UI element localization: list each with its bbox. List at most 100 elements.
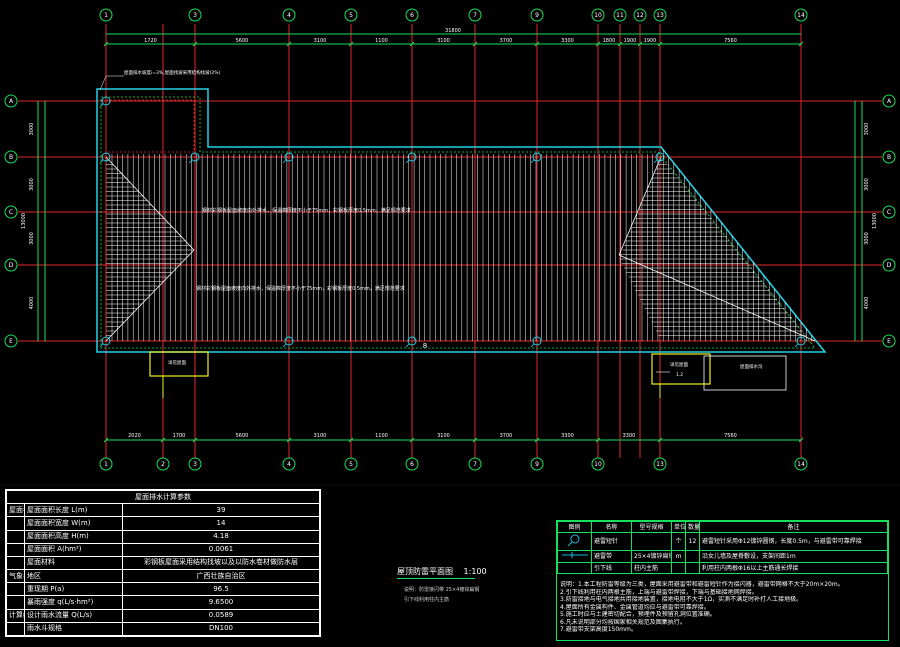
corner-note: 屋面排水坡度i=3%,屋面找坡采用结构找坡(2%) <box>124 69 220 76</box>
detail-box-label: 详见屋面 <box>168 359 186 366</box>
axis-bubble <box>99 8 113 22</box>
axis-bubble <box>591 457 605 471</box>
axis-label: A <box>887 98 892 105</box>
legend-header: 数量 <box>685 521 700 533</box>
axis-bubble <box>882 258 896 272</box>
axis-bubble <box>4 205 18 219</box>
dimension-text: 4000 <box>864 297 870 310</box>
axis-label: 11 <box>616 12 624 19</box>
lightning-rod-stem <box>282 343 287 348</box>
legend-header: 单位 <box>671 521 686 533</box>
param-value: 0.0589 <box>122 608 320 623</box>
axis-label: 14 <box>797 12 805 19</box>
axis-bubble <box>344 8 358 22</box>
group-label: 屋面参数 <box>6 503 25 518</box>
dimension-text: 1800 <box>603 38 616 44</box>
dimension-text: 3000 <box>864 232 870 245</box>
hip-ridge <box>105 249 195 342</box>
axis-bubble <box>156 457 170 471</box>
legend-notes: 说明：1.本工程防雷等级为三类，屋面采用避雷带和避雷短针作为接闪器，避雷带网格不… <box>560 581 882 634</box>
dimension-text: 3000 <box>864 123 870 136</box>
axis-label: 2 <box>161 461 165 468</box>
dimension-tick <box>348 41 354 47</box>
param-label: 屋面面积长度 L(m) <box>24 503 123 518</box>
legend-item-unit <box>671 562 686 574</box>
dimension-tick <box>160 437 166 443</box>
param-label: 暴雨强度 q(L/s·hm²) <box>24 595 123 610</box>
detail-box-right <box>651 353 711 385</box>
dimension-tick <box>286 437 292 443</box>
legend-table: 图例 名称 型号规格 单位 数量 备注 避雷短针 个 12 避雷短针采用Φ12镀… <box>556 520 889 641</box>
lightning-rod-icon <box>190 152 200 162</box>
param-value: 0.0061 <box>122 542 320 557</box>
dimension-tick <box>409 41 415 47</box>
legend-header: 名称 <box>591 521 632 533</box>
dimension-text: 3300 <box>561 38 574 44</box>
lightning-rod-symbol <box>557 532 592 551</box>
axis-label: 7 <box>473 461 477 468</box>
lightning-rod-icon <box>567 534 580 547</box>
axis-bubble <box>4 334 18 348</box>
dimension-text: 1720 <box>144 38 157 44</box>
dimension-text: 3700 <box>500 38 513 44</box>
axis-label: B <box>9 154 13 161</box>
lightning-rod-stem <box>405 159 410 164</box>
lightning-rod-icon <box>284 152 294 162</box>
dimension-text: 3000 <box>29 123 35 136</box>
axis-bubble <box>405 8 419 22</box>
lightning-rod-icon <box>407 336 417 346</box>
dimension-tick <box>103 41 109 47</box>
dimension-text: 3100 <box>314 38 327 44</box>
dimension-text: 3300 <box>561 433 574 439</box>
dimension-text: 3300 <box>623 433 636 439</box>
param-label: 屋面面积 A(hm²) <box>24 542 123 557</box>
axis-label: 12 <box>636 12 644 19</box>
lightning-rod-icon <box>101 152 111 162</box>
axis-bubble <box>405 457 419 471</box>
lightning-rod-stem <box>99 103 104 108</box>
axis-bubble <box>653 8 667 22</box>
param-value: 广西壮族自治区 <box>122 569 320 584</box>
dimension-text: 7560 <box>724 433 737 439</box>
axis-label: 6 <box>410 12 414 19</box>
group-label <box>6 582 25 597</box>
legend-item-qty <box>685 550 700 563</box>
group-label: 计算结果 <box>6 608 25 623</box>
legend-header: 备注 <box>699 521 888 533</box>
axis-label: D <box>887 262 892 269</box>
drawing-subnote-2: 引下线利用柱内主筋 <box>404 597 450 603</box>
axis-bubble <box>282 457 296 471</box>
group-label: 气象参数 <box>6 569 25 584</box>
param-label: 地区 <box>24 569 123 584</box>
legend-item-spec: 柱内主筋 <box>631 562 672 574</box>
note-line: 4.屋面所有金属构件、金属管道均应与避雷带可靠焊接。 <box>560 603 710 611</box>
dimension-text: 3000 <box>29 232 35 245</box>
lightning-rod-stem <box>99 159 104 164</box>
dimension-tick <box>637 41 643 47</box>
dimension-text: 13000 <box>21 213 27 229</box>
axis-label: 7 <box>473 12 477 19</box>
drawing-title-text: 屋顶防雷平面图 <box>397 567 453 576</box>
dimension-text: 5600 <box>236 433 249 439</box>
dimension-text: 7560 <box>724 38 737 44</box>
lightning-rod-icon <box>101 336 111 346</box>
dimension-text: 3100 <box>437 38 450 44</box>
lightning-rod-icon <box>284 336 294 346</box>
down-conductor-symbol <box>557 562 592 574</box>
axis-label: 14 <box>797 461 805 468</box>
param-label: 屋面面积高度 H(m) <box>24 529 123 544</box>
detail-box-label: 详见屋面 <box>670 361 688 368</box>
group-label <box>6 542 25 557</box>
lightning-rod-stem <box>405 343 410 348</box>
axis-label: C <box>887 209 891 216</box>
dimension-tick <box>595 437 601 443</box>
note-line: 2.引下线利用柱内两根主筋，上端与避雷带焊接，下端与基础接地网焊接。 <box>560 588 758 596</box>
dimension-text: 2020 <box>128 433 141 439</box>
lightning-rod-icon <box>101 96 111 106</box>
dimension-tick <box>409 437 415 443</box>
axis-label: 4 <box>287 12 291 19</box>
axis-label: A <box>9 98 14 105</box>
axis-label: 5 <box>349 12 353 19</box>
calc-table-title: 屋面排水计算参数 <box>6 489 320 505</box>
axis-bubble <box>653 457 667 471</box>
